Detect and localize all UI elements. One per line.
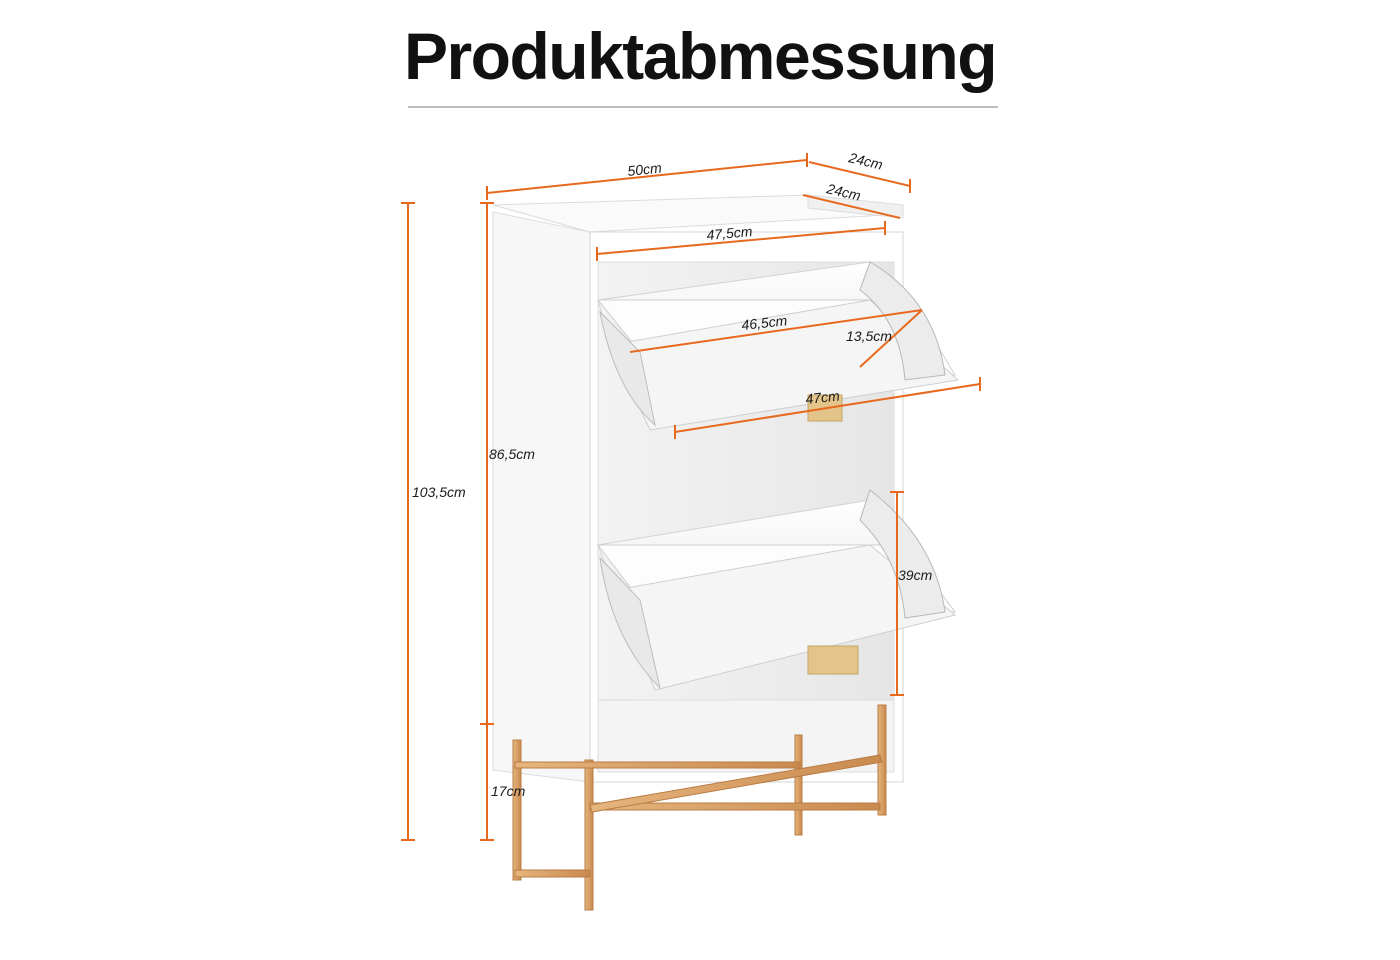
lower-right-hinge — [859, 489, 946, 619]
legs — [512, 704, 887, 911]
leg-front-right — [584, 759, 594, 911]
lower-flap — [596, 489, 957, 691]
label-total-height: 103,5cm — [412, 484, 466, 500]
lower-left-hinge — [599, 556, 661, 690]
dimension-labels: 50cm 24cm 24cm 47,5cm 46,5cm 13,5cm 47cm… — [412, 149, 933, 799]
bottom-shelf — [597, 699, 895, 773]
leg-rail-side — [589, 754, 883, 813]
label-flap-width: 46,5cm — [741, 312, 789, 333]
label-width-outer: 50cm — [627, 159, 663, 179]
dim-line-flap-front — [674, 383, 981, 433]
dimension-lines — [401, 153, 981, 841]
dim-line-depth-outer — [808, 161, 911, 187]
cabinet-side-panel — [492, 211, 591, 783]
label-depth-inner: 24cm — [824, 180, 862, 204]
dim-line-flap-width — [629, 309, 923, 353]
leg-rail-left-bottom — [514, 869, 591, 878]
leg-back-left — [794, 734, 803, 836]
label-flap-front: 47cm — [805, 387, 841, 407]
lower-flap-handle — [807, 645, 859, 675]
label-flap-depth: 13,5cm — [846, 328, 892, 344]
label-width-inner: 47,5cm — [706, 223, 753, 243]
dim-line-width-inner — [596, 227, 886, 255]
leg-rail-front-top — [514, 761, 801, 769]
dim-line-depth-inner — [802, 194, 901, 219]
label-leg-height: 17cm — [491, 783, 526, 799]
page-title: Produktabmessung — [403, 19, 998, 93]
dim-line-width-outer — [486, 159, 808, 194]
label-body-height: 86,5cm — [489, 446, 535, 462]
dim-line-flap-depth — [859, 309, 923, 368]
label-depth-outer: 24cm — [846, 149, 884, 173]
leg-front-left — [512, 739, 522, 881]
label-flap-height: 39cm — [898, 567, 933, 583]
upper-left-hinge — [599, 310, 656, 427]
upper-right-hinge — [859, 261, 946, 381]
title-underline — [408, 106, 998, 108]
